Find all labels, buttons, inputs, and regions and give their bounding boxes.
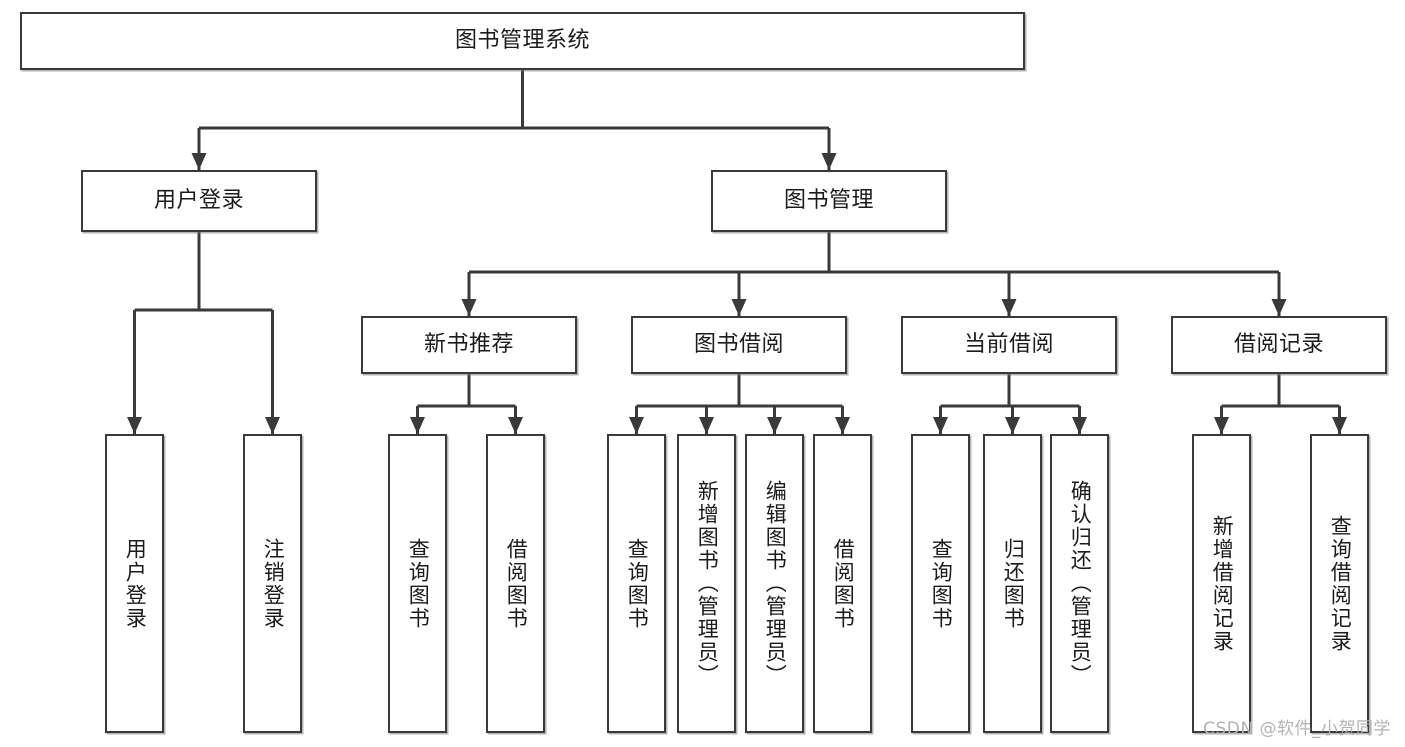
node-label-leaf-query-3: 查询图书	[929, 537, 954, 630]
arrowhead-leaf-user-login	[127, 417, 142, 434]
arrowhead-user-login	[191, 153, 207, 170]
arrowhead-new-book-rec	[461, 299, 477, 316]
node-label-leaf-query-rec: 查询借阅记录	[1328, 514, 1353, 653]
node-label-book-manage: 图书管理	[783, 187, 874, 213]
arrowhead-book-manage	[821, 153, 837, 170]
arrowhead-leaf-edit-book	[767, 417, 782, 434]
arrowhead-leaf-query-3	[933, 417, 948, 434]
arrowhead-leaf-borrow-1	[508, 417, 523, 434]
node-leaf-add-book[interactable]: 新增图书（管理员）	[677, 434, 736, 733]
arrowhead-leaf-borrow-2	[835, 417, 850, 434]
arrowhead-leaf-query-1	[410, 417, 425, 434]
node-label-leaf-user-login: 用户登录	[123, 537, 148, 630]
node-label-leaf-add-book: 新增图书（管理员）	[695, 480, 720, 687]
node-label-leaf-borrow-1: 借阅图书	[504, 537, 529, 630]
arrowhead-current-borrow	[1001, 299, 1017, 316]
node-leaf-add-rec[interactable]: 新增借阅记录	[1192, 434, 1251, 733]
watermark-text: CSDN @软件_小贺同学	[1203, 719, 1391, 739]
arrowhead-leaf-query-2	[629, 417, 644, 434]
node-label-new-book-rec: 新书推荐	[423, 331, 514, 357]
arrowhead-leaf-logout	[265, 417, 280, 434]
node-label-leaf-query-2: 查询图书	[625, 537, 650, 630]
node-label-leaf-confirm: 确认归还（管理员）	[1068, 480, 1093, 687]
node-new-book-rec[interactable]: 新书推荐	[361, 316, 577, 374]
node-label-leaf-return: 归还图书	[1001, 537, 1026, 630]
arrowhead-borrow-record	[1271, 299, 1287, 316]
node-current-borrow[interactable]: 当前借阅	[901, 316, 1117, 374]
arrowhead-leaf-add-rec	[1214, 417, 1229, 434]
node-label-borrow-record: 借阅记录	[1233, 331, 1324, 357]
node-book-manage[interactable]: 图书管理	[711, 170, 947, 232]
node-leaf-query-1[interactable]: 查询图书	[388, 434, 447, 733]
node-label-root: 图书管理系统	[454, 27, 590, 53]
node-book-borrow[interactable]: 图书借阅	[631, 316, 847, 374]
node-label-leaf-query-1: 查询图书	[406, 537, 431, 630]
node-leaf-logout[interactable]: 注销登录	[243, 434, 302, 733]
node-leaf-user-login[interactable]: 用户登录	[105, 434, 164, 733]
node-leaf-query-2[interactable]: 查询图书	[607, 434, 666, 733]
node-label-leaf-borrow-2: 借阅图书	[831, 537, 856, 630]
node-label-user-login: 用户登录	[153, 187, 244, 213]
node-label-current-borrow: 当前借阅	[963, 331, 1054, 357]
arrowhead-leaf-add-book	[699, 417, 714, 434]
node-leaf-query-3[interactable]: 查询图书	[911, 434, 970, 733]
node-label-leaf-edit-book: 编辑图书（管理员）	[763, 480, 788, 687]
node-borrow-record[interactable]: 借阅记录	[1171, 316, 1387, 374]
arrowhead-leaf-confirm	[1072, 417, 1087, 434]
node-user-login[interactable]: 用户登录	[81, 170, 317, 232]
node-leaf-borrow-2[interactable]: 借阅图书	[813, 434, 872, 733]
arrowhead-leaf-query-rec	[1332, 417, 1347, 434]
node-label-book-borrow: 图书借阅	[693, 331, 784, 357]
node-leaf-return[interactable]: 归还图书	[983, 434, 1042, 733]
node-leaf-borrow-1[interactable]: 借阅图书	[486, 434, 545, 733]
node-label-leaf-logout: 注销登录	[261, 537, 286, 630]
node-leaf-confirm[interactable]: 确认归还（管理员）	[1050, 434, 1109, 733]
arrowhead-book-borrow	[731, 299, 747, 316]
node-leaf-query-rec[interactable]: 查询借阅记录	[1310, 434, 1369, 733]
node-root[interactable]: 图书管理系统	[20, 12, 1025, 70]
node-label-leaf-add-rec: 新增借阅记录	[1210, 514, 1235, 653]
node-leaf-edit-book[interactable]: 编辑图书（管理员）	[745, 434, 804, 733]
arrowhead-leaf-return	[1005, 417, 1020, 434]
